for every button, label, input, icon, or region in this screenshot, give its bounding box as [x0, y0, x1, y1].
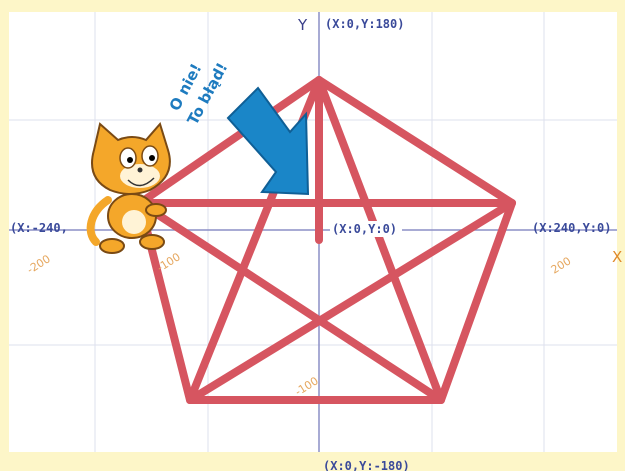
- label-bg: [323, 16, 415, 32]
- pentagon-outline: [136, 76, 516, 404]
- coord-label-right: (X:240,Y:0): [532, 221, 611, 235]
- cat-pupil: [127, 157, 133, 163]
- y-axis-name: Y: [297, 16, 308, 34]
- cat-arm: [145, 203, 167, 217]
- label-bg: [330, 221, 402, 237]
- coord-label-bottom: (X:0,Y:-180): [323, 459, 410, 471]
- arrow-icon: [226, 86, 310, 196]
- coord-label-center: (X:0,Y:0): [332, 222, 397, 236]
- cat-sprite[interactable]: [86, 121, 171, 254]
- star-outline: [136, 76, 516, 404]
- coord-label-top: (X:0,Y:180): [325, 17, 404, 31]
- cat-mouth: [127, 177, 155, 187]
- cat-nose: [137, 167, 143, 173]
- cat-belly: [122, 210, 146, 234]
- cat-foot: [139, 234, 165, 250]
- cat-foot: [99, 238, 125, 254]
- x-axis-name: X: [612, 248, 622, 266]
- pentagon-star-drawing: [136, 76, 516, 404]
- coord-label-left: (X:-240,: [10, 221, 68, 235]
- cat-tail: [86, 196, 112, 246]
- cat-pupil: [149, 155, 155, 161]
